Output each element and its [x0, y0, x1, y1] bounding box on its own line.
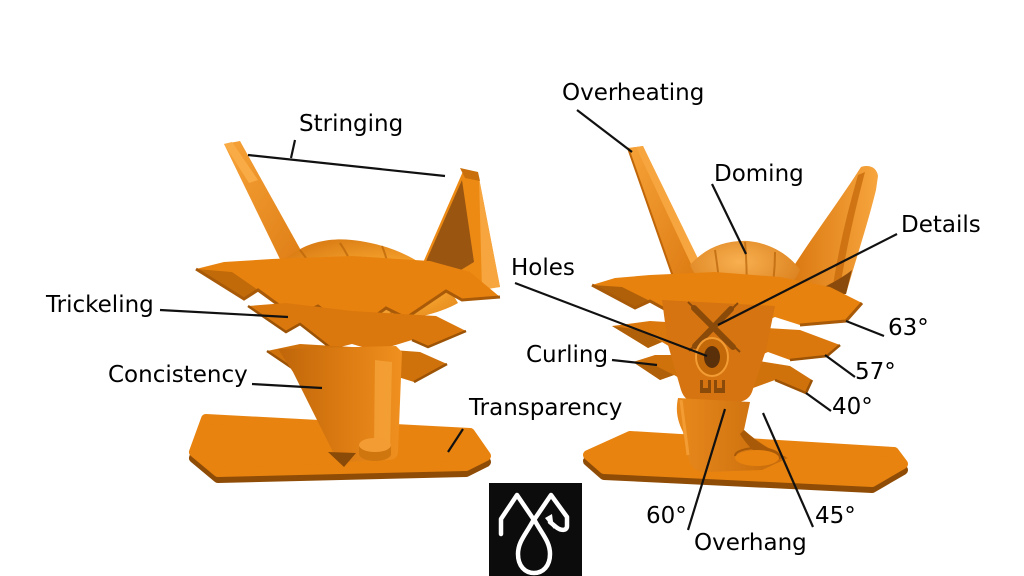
leader-63 [845, 319, 885, 338]
right-model-pedestal [676, 398, 788, 472]
leader-stringing [247, 153, 446, 178]
annotation-angle-63: 63° [888, 315, 929, 341]
leader-doming [711, 183, 747, 255]
leader-60 [686, 408, 727, 531]
leader-57 [824, 354, 856, 378]
m-droplet-logo [489, 483, 582, 576]
annotation-angle-57: 57° [855, 359, 896, 385]
annotation-angle-45: 45° [815, 503, 856, 529]
left-model-body [278, 346, 402, 467]
leader-40 [805, 392, 832, 412]
annotation-overhang: Overhang [694, 530, 807, 556]
leader-transparency [447, 428, 464, 453]
slot-details [700, 380, 725, 393]
leader-45 [761, 412, 815, 528]
x-detail [687, 301, 741, 353]
round-hole [695, 337, 729, 377]
annotation-transparency: Transparency [469, 395, 623, 421]
annotation-concistency: Concistency [108, 362, 248, 388]
annotation-curling: Curling [526, 342, 609, 368]
left-model-left-ear [224, 141, 318, 288]
left-base-plate [189, 414, 491, 483]
leader-curling [611, 358, 658, 367]
leader-details [717, 233, 898, 326]
leader-stringing-tick [289, 139, 297, 159]
annotation-details: Details [901, 212, 981, 238]
annotation-holes: Holes [511, 255, 575, 281]
annotation-overheating: Overheating [562, 80, 705, 106]
leader-lines [159, 109, 898, 531]
leader-trickeling [159, 308, 289, 319]
left-model-boss [359, 438, 391, 461]
leader-holes [514, 281, 708, 358]
left-test-model [189, 141, 501, 483]
annotation-doming: Doming [714, 161, 804, 187]
right-test-model [583, 146, 908, 493]
annotation-stringing: Stringing [299, 111, 404, 137]
annotation-angle-40: 40° [832, 394, 873, 420]
annotation-angle-60: 60° [646, 503, 687, 529]
leader-overheating [576, 109, 633, 153]
right-model-left-ear [627, 146, 708, 292]
annotation-trickeling: Trickeling [46, 292, 154, 318]
leader-concistency [251, 382, 323, 390]
